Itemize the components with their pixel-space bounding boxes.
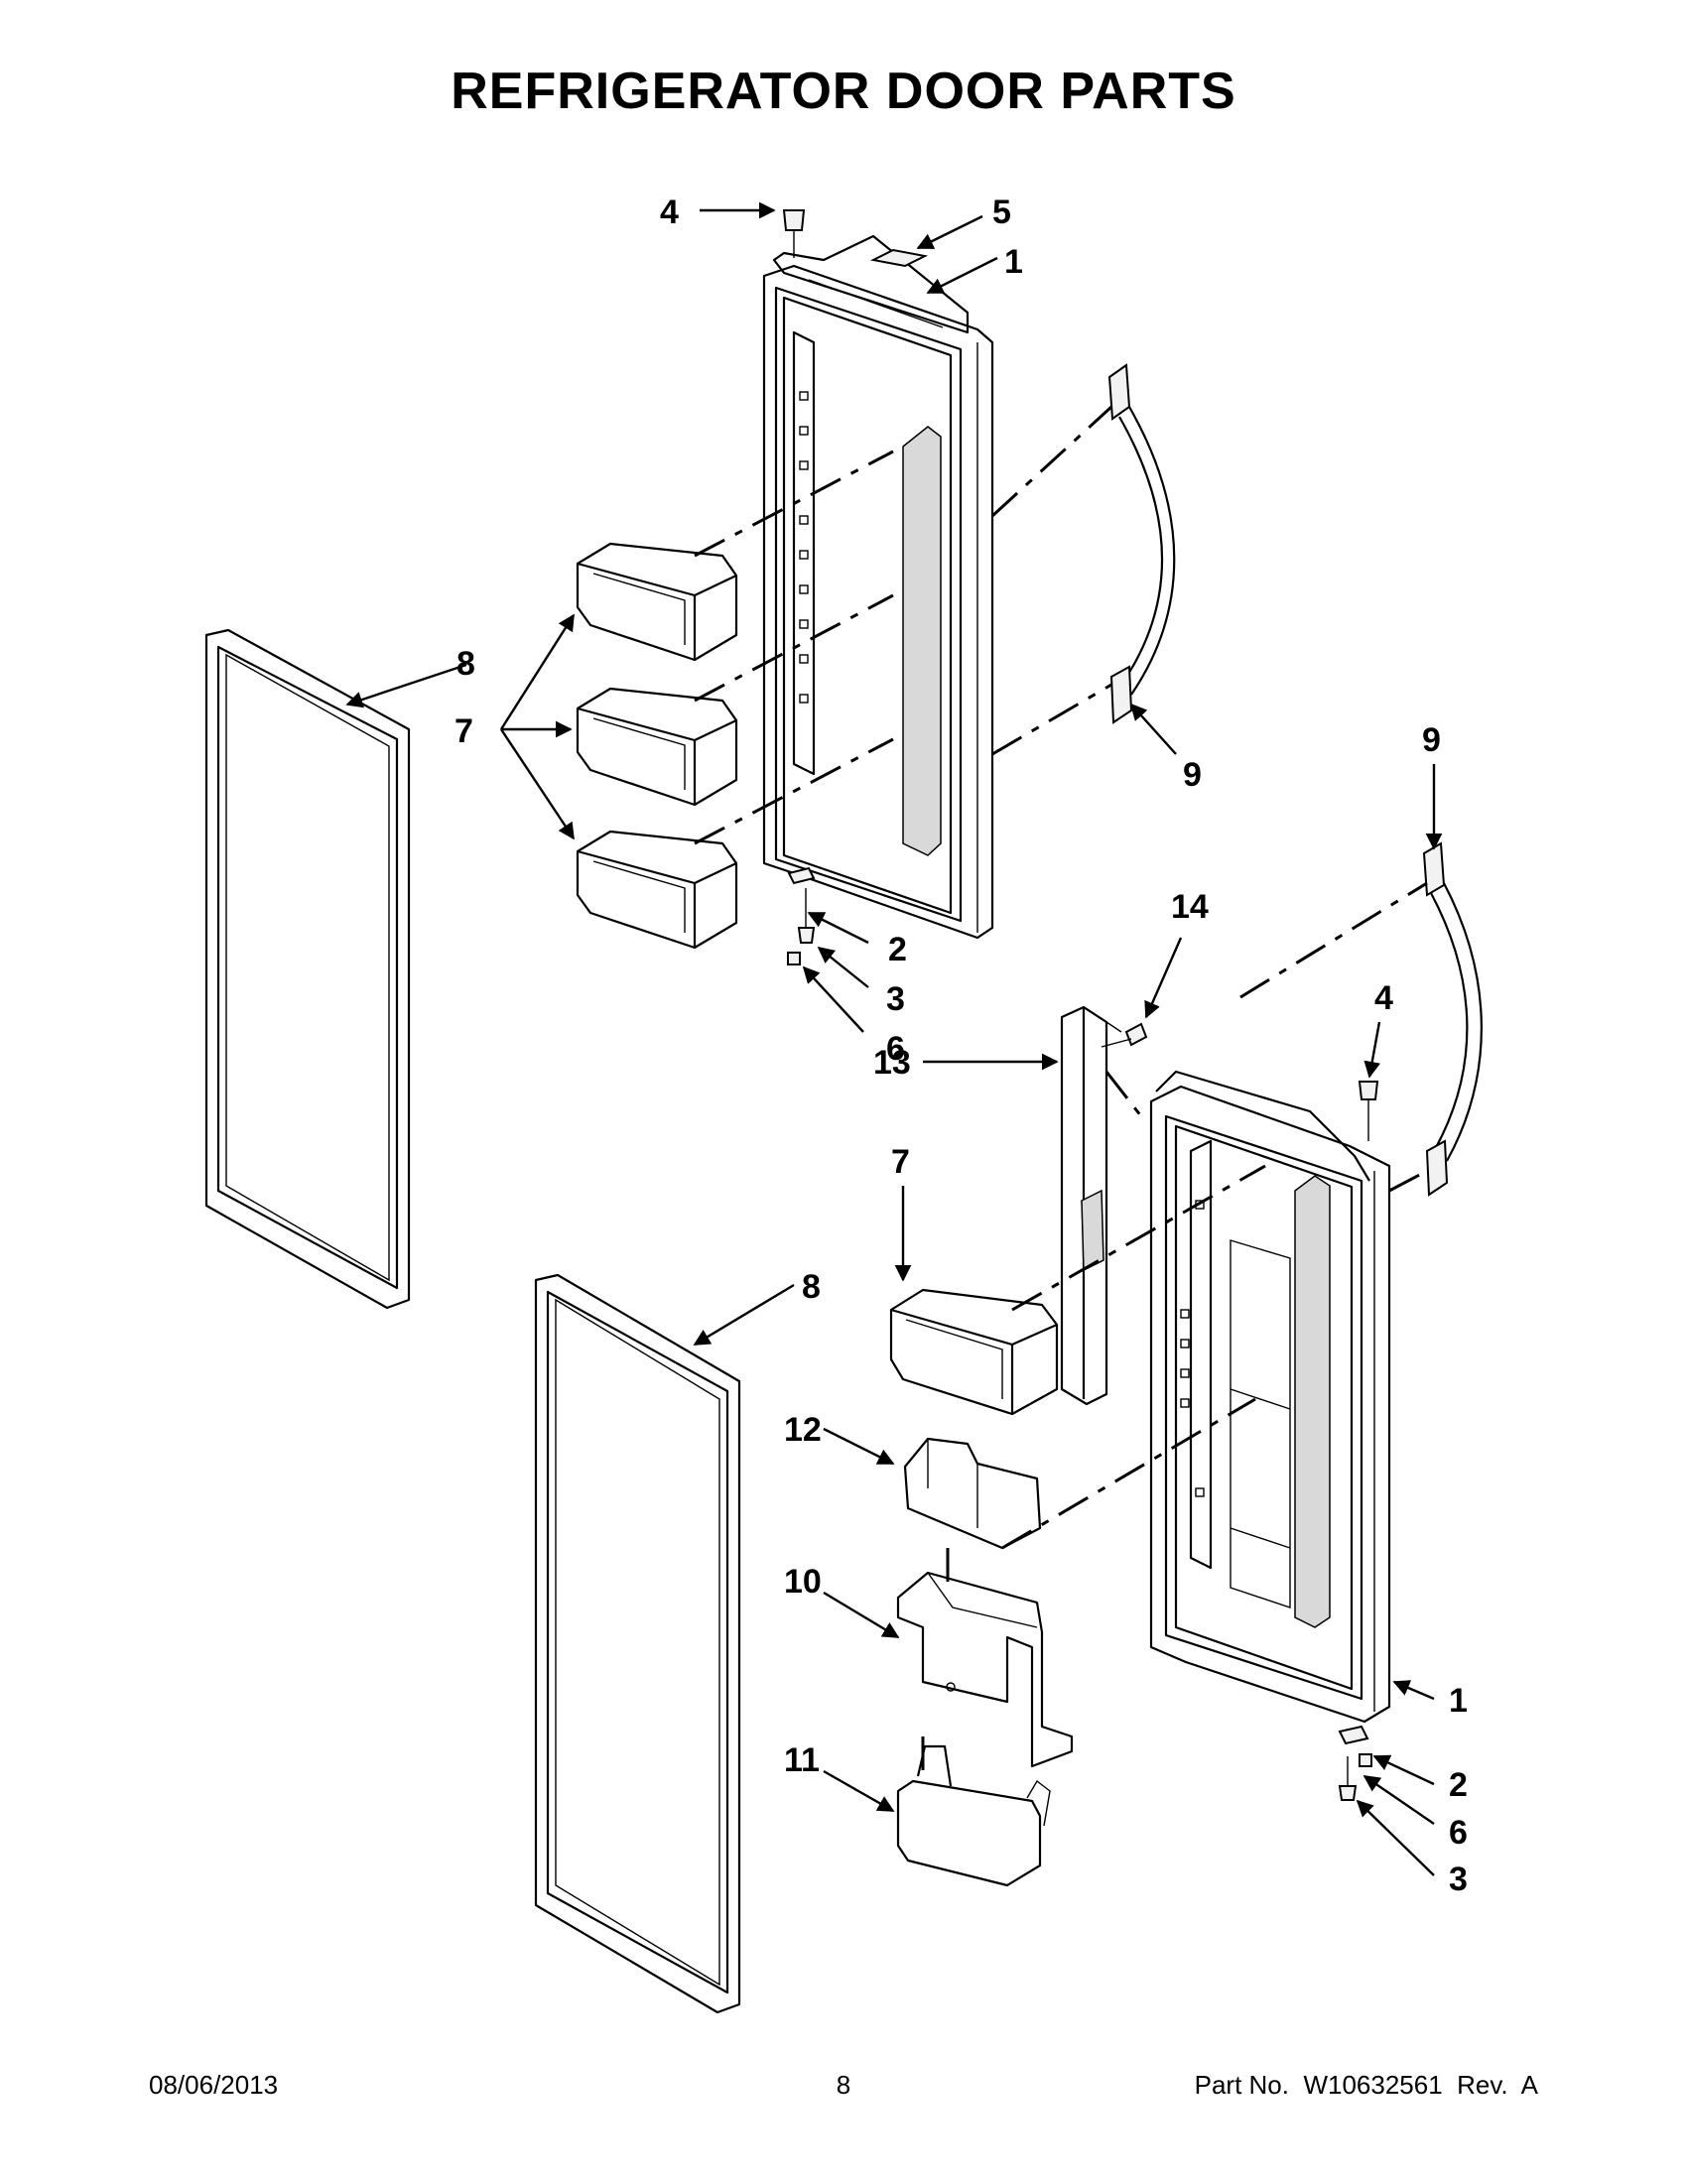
lower-hinge-pin bbox=[1358, 1081, 1379, 1141]
callout-4: 4 bbox=[1374, 979, 1393, 1017]
door-bin bbox=[576, 830, 738, 950]
upper-hinge-pin bbox=[782, 209, 806, 258]
leader-arrows bbox=[345, 201, 1443, 1876]
callout-9: 9 bbox=[1422, 721, 1441, 759]
callout-14: 14 bbox=[1171, 888, 1209, 926]
door-bin bbox=[576, 687, 738, 807]
lower-door-liner bbox=[1149, 1070, 1391, 1724]
callout-2: 2 bbox=[888, 931, 907, 968]
center-mullion bbox=[1060, 1005, 1122, 1406]
assembly-lines bbox=[694, 405, 1428, 1776]
shelf-bracket bbox=[903, 1437, 1042, 1550]
page-title: REFRIGERATOR DOOR PARTS bbox=[451, 63, 1236, 120]
callout-5: 5 bbox=[992, 193, 1011, 231]
door-bin bbox=[576, 542, 738, 662]
footer-page-number: 8 bbox=[836, 2070, 851, 2100]
footer-date: 08/06/2013 bbox=[149, 2070, 279, 2100]
callout-8: 8 bbox=[802, 1268, 821, 1306]
upper-door-bottom-hinge bbox=[787, 866, 816, 965]
callout-1: 1 bbox=[1449, 1682, 1468, 1720]
hinge-cover bbox=[869, 248, 929, 268]
callout-3: 3 bbox=[1449, 1861, 1468, 1898]
callout-7: 7 bbox=[454, 712, 473, 750]
lower-door-handle bbox=[1422, 841, 1483, 1197]
upper-door-handle bbox=[1107, 363, 1176, 724]
upper-door-liner bbox=[762, 234, 994, 940]
callout-8: 8 bbox=[456, 645, 475, 683]
callout-13: 13 bbox=[873, 1044, 911, 1082]
callout-1: 1 bbox=[1004, 243, 1023, 281]
upper-door-shelf-bosses bbox=[799, 391, 809, 704]
lower-door-bottom-hinge bbox=[1338, 1725, 1372, 1801]
callout-6: 6 bbox=[1449, 1814, 1468, 1852]
callout-4: 4 bbox=[660, 193, 679, 231]
water-tray bbox=[896, 1744, 1051, 1887]
callout-7: 7 bbox=[891, 1143, 910, 1181]
door-gasket bbox=[204, 628, 411, 1310]
callout-11: 11 bbox=[784, 1741, 820, 1779]
callout-3: 3 bbox=[886, 980, 905, 1018]
door-bin bbox=[889, 1288, 1059, 1416]
callout-9: 9 bbox=[1183, 756, 1202, 794]
lower-door-shelf-bosses bbox=[1180, 1200, 1205, 1497]
footer-part-number: Part No. W10632561 Rev. A bbox=[1194, 2070, 1538, 2100]
callout-2: 2 bbox=[1449, 1766, 1468, 1804]
door-gasket bbox=[534, 1273, 741, 2014]
callout-6: 6 bbox=[886, 1030, 905, 1068]
callout-12: 12 bbox=[784, 1411, 822, 1449]
dispenser-housing bbox=[896, 1571, 1074, 1768]
mullion-screw bbox=[1101, 1022, 1148, 1048]
callout-10: 10 bbox=[784, 1563, 822, 1601]
